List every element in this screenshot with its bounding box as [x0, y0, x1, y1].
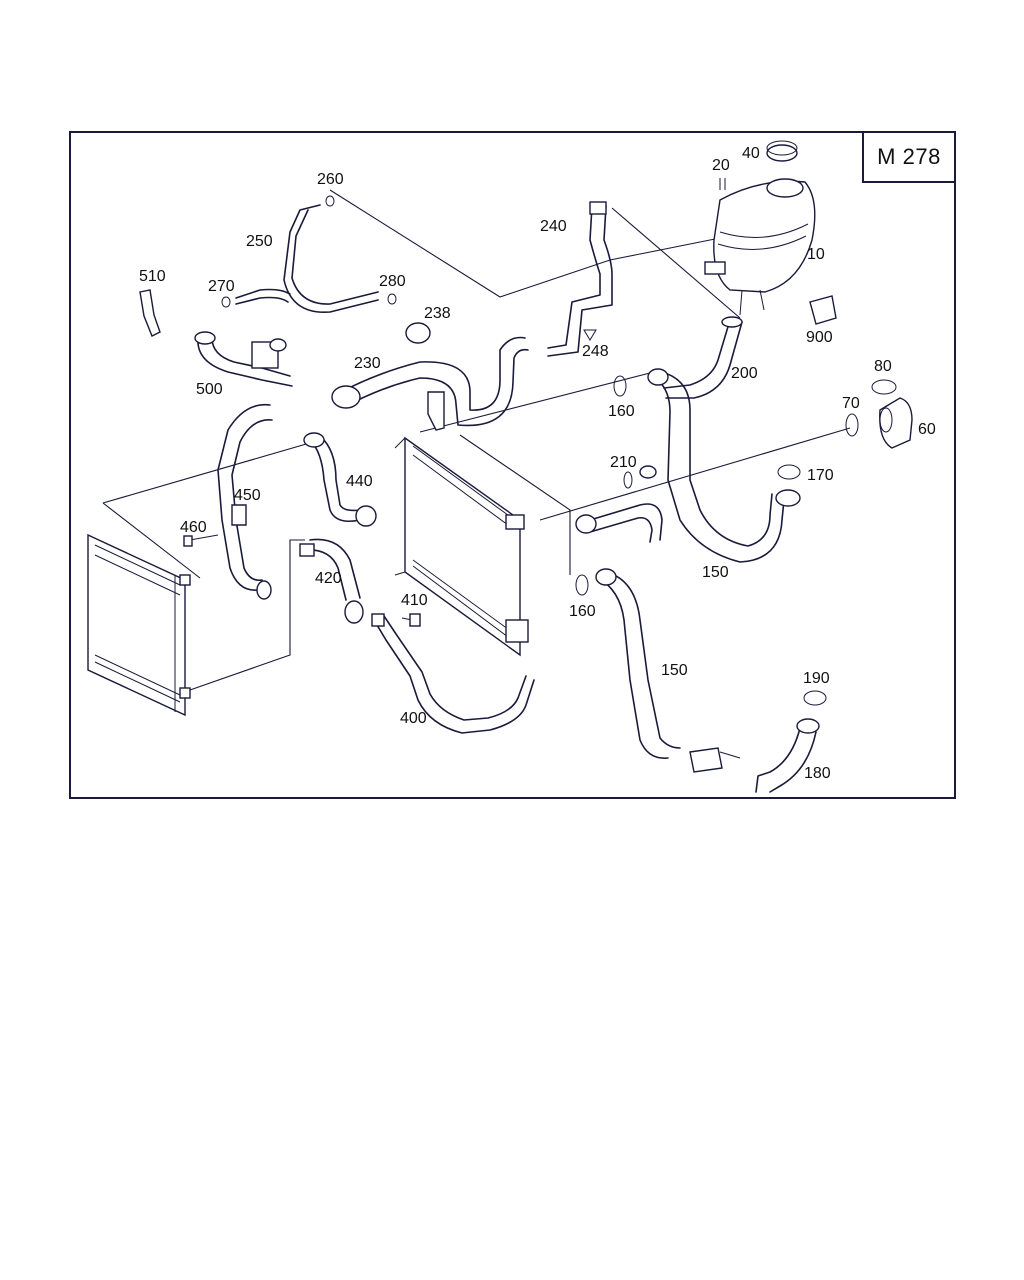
hose-420[interactable] — [299, 538, 364, 624]
label-60: 60 — [918, 421, 936, 438]
label-150-upper: 150 — [702, 564, 729, 581]
model-code: M 278 — [877, 144, 941, 169]
label-400: 400 — [400, 710, 427, 727]
hose-450[interactable] — [217, 403, 273, 600]
label-70: 70 — [842, 395, 860, 412]
label-500: 500 — [196, 381, 223, 398]
label-280: 280 — [379, 273, 406, 290]
label-80: 80 — [874, 358, 892, 375]
label-170: 170 — [807, 467, 834, 484]
sensor-connector[interactable] — [689, 747, 741, 773]
label-460: 460 — [180, 519, 207, 536]
main-radiator[interactable] — [394, 436, 529, 657]
label-250: 250 — [246, 233, 273, 250]
label-20: 20 — [712, 157, 730, 174]
label-270: 270 — [208, 278, 235, 295]
label-210: 210 — [610, 454, 637, 471]
label-150-lower: 150 — [661, 662, 688, 679]
hose-400[interactable] — [371, 613, 535, 734]
bolt-460[interactable] — [183, 534, 219, 547]
label-450: 450 — [234, 487, 261, 504]
hose-440[interactable] — [303, 432, 377, 527]
label-40: 40 — [742, 145, 760, 162]
vent-hose-250[interactable] — [235, 204, 379, 313]
hose-180[interactable] — [755, 718, 820, 793]
label-238: 238 — [424, 305, 451, 322]
label-180: 180 — [804, 765, 831, 782]
seal-ring-270[interactable] — [221, 296, 231, 308]
radiator-hose-150-upper[interactable] — [647, 368, 801, 563]
label-240: 240 — [540, 218, 567, 235]
label-200: 200 — [731, 365, 758, 382]
model-code-box: M 278 — [862, 131, 956, 183]
label-160-lower: 160 — [569, 603, 596, 620]
seal-ring-160-upper[interactable] — [613, 375, 627, 397]
label-410: 410 — [401, 592, 428, 609]
seal-ring-280[interactable] — [387, 293, 397, 305]
label-230: 230 — [354, 355, 381, 372]
screw-410[interactable] — [401, 613, 421, 627]
hose-200[interactable] — [663, 316, 743, 399]
label-248: 248 — [582, 343, 609, 360]
radiator-hose-150-lower[interactable] — [595, 568, 681, 759]
label-190: 190 — [803, 670, 830, 687]
coolant-hose-230[interactable] — [331, 336, 529, 431]
seal-ring-170[interactable] — [777, 464, 801, 480]
screw-248[interactable] — [583, 329, 597, 341]
seal-ring-190[interactable] — [803, 690, 827, 706]
clamp-238[interactable] — [405, 322, 431, 344]
seal-ring-80[interactable] — [871, 379, 897, 395]
auxiliary-radiator[interactable] — [87, 533, 191, 717]
label-260: 260 — [317, 171, 344, 188]
seal-ring-160-lower[interactable] — [575, 574, 589, 596]
expansion-tank[interactable] — [704, 178, 816, 316]
tank-cap[interactable] — [766, 140, 798, 162]
thermostat-500[interactable] — [194, 331, 293, 387]
label-900: 900 — [806, 329, 833, 346]
elbow-pipe-60[interactable] — [879, 397, 913, 449]
pipe-210[interactable] — [575, 465, 663, 543]
bracket-510[interactable] — [139, 289, 161, 337]
label-440: 440 — [346, 473, 373, 490]
sensor-bracket[interactable] — [809, 295, 837, 325]
label-10: 10 — [807, 246, 825, 263]
label-420: 420 — [315, 570, 342, 587]
label-510: 510 — [139, 268, 166, 285]
vent-hose-240[interactable] — [547, 201, 613, 357]
part-labels: 10 20 40 60 70 80 150 150 160 160 170 18… — [139, 145, 936, 782]
seal-ring-260[interactable] — [325, 195, 335, 207]
seal-ring-70[interactable] — [845, 413, 859, 437]
label-160-upper: 160 — [608, 403, 635, 420]
small-clip-20[interactable] — [719, 178, 726, 190]
diagram-frame — [69, 131, 956, 799]
